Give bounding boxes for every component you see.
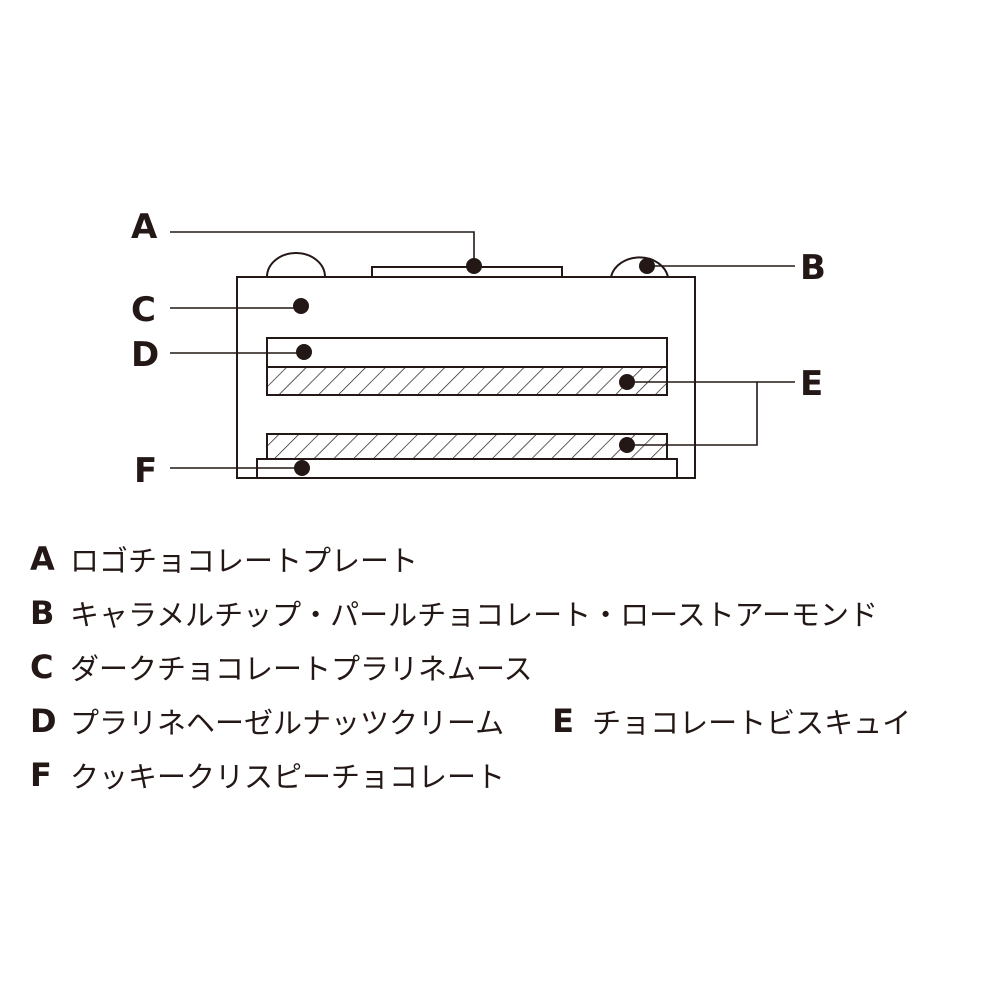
label-f: F xyxy=(134,451,157,491)
marker-d xyxy=(296,344,312,360)
marker-b xyxy=(639,258,655,274)
left-dome-topping xyxy=(266,252,326,278)
label-e: E xyxy=(800,364,823,404)
marker-f xyxy=(294,460,310,476)
label-c: C xyxy=(131,290,156,330)
crispy-base xyxy=(256,458,678,479)
label-b: B xyxy=(800,248,826,288)
label-a: A xyxy=(131,207,158,247)
upper-biscuit-layer xyxy=(266,366,668,396)
right-dome-topping xyxy=(610,256,669,278)
marker-c xyxy=(293,298,309,314)
label-d: D xyxy=(131,335,159,375)
leader-lines xyxy=(170,231,795,469)
cake-cross-section-diagram: A B C D E F xyxy=(131,207,826,491)
lower-biscuit-layer xyxy=(266,433,668,460)
marker-e-lower xyxy=(619,437,635,453)
marker-a xyxy=(466,258,482,274)
marker-e-upper xyxy=(619,374,635,390)
